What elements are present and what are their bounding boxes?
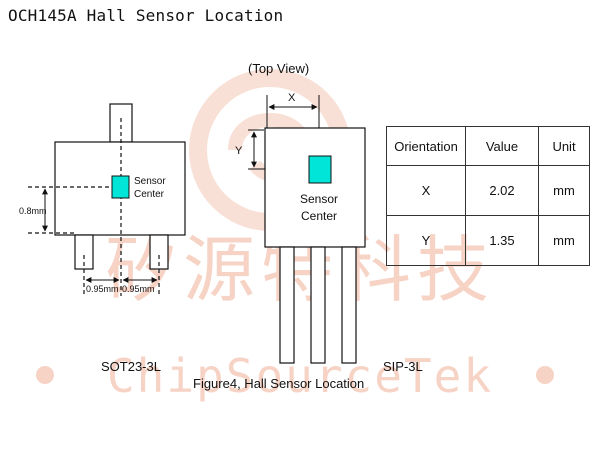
sot23-horizontal-dimension-label-left: 0.95mm <box>86 284 119 294</box>
sip3l-sensor-center-square <box>308 155 332 184</box>
sot23-horizontal-dimension-label-right: 0.95mm <box>122 284 155 294</box>
table-header-value: Value <box>465 126 539 166</box>
table-cell-unit: mm <box>538 215 590 266</box>
sot23-sensor-label-line2: Center <box>134 189 165 200</box>
table-row: Y 1.35 mm <box>386 215 590 266</box>
sip3l-lead-3 <box>341 246 357 364</box>
table-cell-unit: mm <box>538 165 590 216</box>
sot23-sensor-label-line1: Sensor <box>134 176 166 187</box>
sip3l-view-label: (Top View) <box>248 61 309 76</box>
table-header-orientation: Orientation <box>386 126 466 166</box>
watermark-dot-right <box>536 366 554 384</box>
sot23-package-name: SOT23-3L <box>101 359 161 374</box>
sot23-package: Sensor Center 0.8mm 0.95mm 0.95mm SOT23-… <box>19 103 186 374</box>
table-cell-orientation: X <box>386 165 466 216</box>
sot23-vertical-dimension-label: 0.8mm <box>19 206 47 216</box>
table-cell-value: 2.02 <box>465 165 539 216</box>
table-row: X 2.02 mm <box>386 165 590 216</box>
sip3l-lead-2 <box>310 246 326 364</box>
sip3l-x-label: X <box>288 92 296 104</box>
sip3l-sensor-label-line1: Sensor <box>300 192 338 206</box>
table-cell-value: 1.35 <box>465 215 539 266</box>
figure-caption: Figure4, Hall Sensor Location <box>193 376 364 391</box>
watermark-english-text: ChipSourceTek <box>107 349 493 403</box>
table-cell-orientation: Y <box>386 215 466 266</box>
table-header-row: Orientation Value Unit <box>386 126 590 166</box>
sensor-location-table: Orientation Value Unit X 2.02 mm Y 1.35 … <box>386 126 590 266</box>
sip3l-package-name: SIP-3L <box>383 359 423 374</box>
watermark-dot-left <box>36 366 54 384</box>
page-title: OCH145A Hall Sensor Location <box>8 6 284 25</box>
sip3l-y-label: Y <box>235 145 243 157</box>
sip3l-body <box>264 127 366 248</box>
sip3l-lead-1 <box>279 246 295 364</box>
sip3l-package: (Top View) X Y Sensor Center SIP-3L <box>235 61 423 374</box>
sot23-sensor-center-square <box>111 175 130 199</box>
sot23-top-lead <box>109 103 133 143</box>
sip3l-sensor-label-line2: Center <box>301 209 337 223</box>
table-header-unit: Unit <box>538 126 590 166</box>
